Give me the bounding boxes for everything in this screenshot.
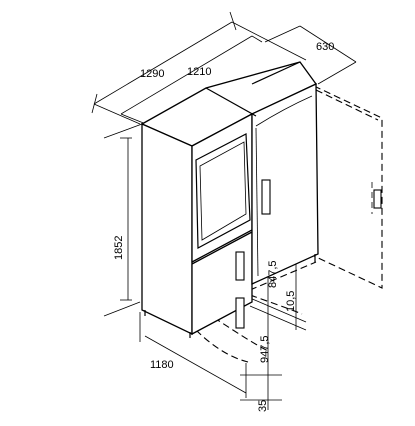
dimension-lines — [91, 11, 357, 410]
handles — [235, 179, 382, 329]
dimension-labels: 1290 1210 630 1852 1180 847,5 10,5 947,5… — [113, 41, 334, 412]
dim-gap: 10,5 — [285, 291, 297, 312]
dim-plinth: 35 — [257, 400, 269, 412]
dim-upper-door-height: 847,5 — [267, 260, 279, 288]
dim-total-width: 1290 — [140, 68, 164, 80]
dim-body-width: 1210 — [187, 66, 211, 78]
middle-door-handle — [235, 251, 245, 281]
dim-depth: 630 — [316, 41, 334, 53]
swing-door-handle — [373, 189, 382, 209]
lower-door-handle — [235, 297, 245, 329]
dim-opening-width: 1180 — [150, 359, 174, 371]
dim-lower-door-height: 947,5 — [259, 335, 271, 363]
dim-height: 1852 — [113, 236, 125, 260]
upper-door-handle — [261, 179, 271, 215]
